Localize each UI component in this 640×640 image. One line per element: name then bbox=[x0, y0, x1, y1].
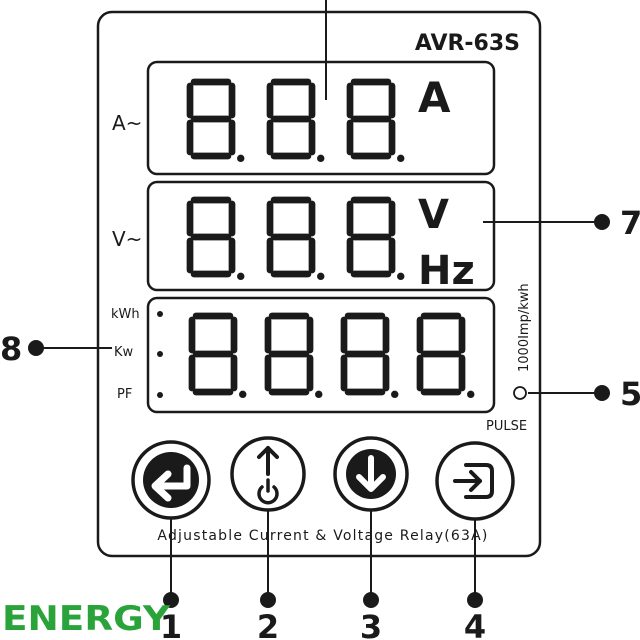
leader-2-dot bbox=[260, 592, 276, 608]
model-label: AVR-63S bbox=[415, 31, 520, 56]
seven-segment-digit bbox=[346, 196, 405, 281]
seven-segment-digit bbox=[186, 78, 245, 163]
seven-segment-digit bbox=[416, 312, 475, 399]
down-button[interactable] bbox=[333, 436, 409, 512]
seven-segment-digit bbox=[264, 312, 323, 399]
energy-label-kwh: kWh bbox=[111, 307, 140, 322]
callout-3: 3 bbox=[360, 608, 382, 640]
seven-segment-digit bbox=[346, 78, 405, 163]
pulse-led-icon bbox=[513, 386, 527, 400]
decimal-point bbox=[391, 390, 399, 399]
down-arrow-icon bbox=[356, 455, 386, 492]
energy-display bbox=[146, 296, 496, 414]
leader-3-dot bbox=[363, 592, 379, 608]
exit-button[interactable] bbox=[435, 441, 515, 521]
leader-8-dot bbox=[28, 340, 44, 356]
seven-segment-digit bbox=[188, 312, 247, 399]
decimal-point bbox=[237, 154, 245, 163]
callout-4: 4 bbox=[464, 608, 486, 640]
decimal-point bbox=[315, 390, 323, 399]
energy-logo: ENERGY bbox=[2, 599, 170, 638]
energy-label-kw: Kw bbox=[114, 345, 134, 360]
voltage-display bbox=[146, 180, 496, 292]
callout-5: 5 bbox=[620, 375, 640, 413]
leader-5-dot bbox=[594, 385, 610, 401]
enter-arrow-icon bbox=[151, 464, 191, 502]
callout-7: 7 bbox=[620, 204, 640, 242]
leader-1-dot bbox=[163, 592, 179, 608]
seven-segment-digit bbox=[266, 78, 325, 163]
energy-logo-text: ENERGY bbox=[2, 599, 170, 638]
callout-1: 1 bbox=[160, 608, 182, 640]
pulse-label: PULSE bbox=[486, 419, 527, 434]
energy-digits bbox=[188, 312, 475, 399]
leader-4-dot bbox=[467, 592, 483, 608]
voltage-digits bbox=[186, 196, 405, 281]
seven-segment-digit bbox=[186, 196, 245, 281]
power-icon bbox=[257, 478, 279, 505]
exit-arrow-icon bbox=[453, 463, 494, 499]
voltage-side-label: V~ bbox=[112, 227, 142, 251]
decimal-point bbox=[397, 154, 405, 163]
frequency-unit: Hz bbox=[418, 248, 475, 294]
callout-8: 8 bbox=[0, 330, 22, 368]
enter-button[interactable] bbox=[131, 440, 211, 520]
current-unit: A bbox=[418, 73, 451, 122]
seven-segment-digit bbox=[266, 196, 325, 281]
decimal-point bbox=[397, 272, 405, 281]
leader-7-dot bbox=[594, 214, 610, 230]
energy-label-pf: PF bbox=[117, 387, 132, 402]
current-side-label: A~ bbox=[112, 111, 142, 135]
decimal-point bbox=[239, 390, 247, 399]
indicator-dot-kw bbox=[157, 351, 163, 357]
decimal-point bbox=[467, 390, 475, 399]
decimal-point bbox=[317, 272, 325, 281]
up-power-button[interactable] bbox=[230, 436, 306, 512]
callout-2: 2 bbox=[257, 608, 279, 640]
indicator-dot-pf bbox=[157, 392, 163, 398]
current-digits bbox=[186, 78, 405, 163]
indicator-dot-kwh bbox=[157, 311, 163, 317]
panel-frame bbox=[96, 10, 542, 558]
voltage-unit: V bbox=[418, 192, 449, 238]
pulse-rate-label: 1000Imp/kwh bbox=[517, 283, 532, 372]
decimal-point bbox=[317, 154, 325, 163]
seven-segment-digit bbox=[340, 312, 399, 399]
current-display bbox=[146, 60, 496, 176]
device-subtitle: Adjustable Current & Voltage Relay(63A) bbox=[157, 528, 488, 544]
decimal-point bbox=[237, 272, 245, 281]
up-arrow-icon bbox=[257, 446, 279, 476]
